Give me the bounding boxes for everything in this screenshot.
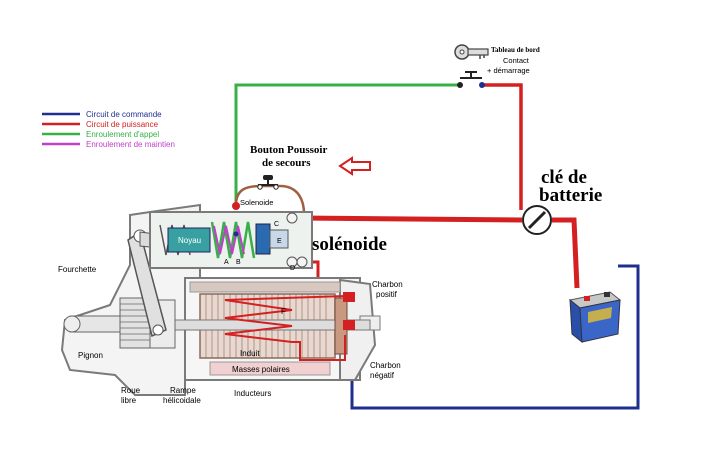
label-fourchette: Fourchette (58, 265, 97, 274)
solenoid (149, 202, 313, 269)
label-solenoide-small: Solenoide (240, 198, 273, 207)
label-solenoide-big: solénoide (312, 234, 387, 255)
label-noyau: Noyau (178, 236, 201, 245)
battery-icon (568, 291, 622, 344)
label-batterie: batterie (539, 185, 602, 206)
legend-label-pull-in: Enroulement d'appel (86, 130, 159, 139)
push-button-icon (257, 175, 279, 190)
label-charbon-positif-2: positif (376, 290, 398, 299)
brush-negative (343, 320, 355, 330)
brush-positive (343, 292, 355, 302)
label-charbon-negatif-1: Charbon (370, 361, 401, 370)
wire-pull-in-to-switch (234, 83, 458, 205)
label-contact-c: C (274, 221, 279, 228)
ignition-switch (457, 71, 485, 88)
wire-ground (350, 264, 640, 410)
label-contact: Contact (503, 56, 530, 65)
legend-label-hold: Enroulement de maintien (86, 140, 175, 149)
label-de-secours: de secours (262, 157, 311, 169)
label-cle-de: clé de (541, 167, 587, 188)
label-rampe: Rampe (170, 386, 196, 395)
wire-power-main (299, 215, 523, 223)
label-contact-d: D (290, 265, 295, 272)
label-inducteurs: Inducteurs (234, 389, 271, 398)
wire-key-to-battery (552, 217, 580, 289)
label-induit: Induit (240, 349, 260, 358)
arrow-icon (338, 156, 371, 176)
label-helicoidale: hélicoidale (163, 396, 201, 405)
legend-label-power: Circuit de puissance (86, 120, 159, 129)
key-icon (454, 44, 489, 60)
label-roue: Roue (121, 386, 141, 395)
legend-label-command: Circuit de commande (86, 110, 162, 119)
label-demarrage: + démarrage (487, 66, 530, 75)
label-charbon-negatif-2: négatif (370, 371, 395, 380)
wire-switch-to-battery (484, 83, 523, 210)
label-contact-b: B (236, 259, 241, 266)
label-masses-polaires: Masses polaires (232, 365, 290, 374)
label-libre: libre (121, 396, 137, 405)
label-pignon: Pignon (78, 351, 103, 360)
label-contact-e: E (277, 238, 282, 245)
legend: Circuit de commande Circuit de puissance… (42, 110, 175, 149)
label-charbon-positif-1: Charbon (372, 280, 403, 289)
battery-key-switch-icon (522, 205, 552, 235)
label-contact-a: A (224, 259, 229, 266)
label-tableau-de-bord: Tableau de bord (491, 46, 540, 54)
label-f: F (281, 307, 286, 316)
label-bouton-poussoir: Bouton Poussoir (250, 144, 327, 156)
field-coil-wire (224, 294, 346, 361)
